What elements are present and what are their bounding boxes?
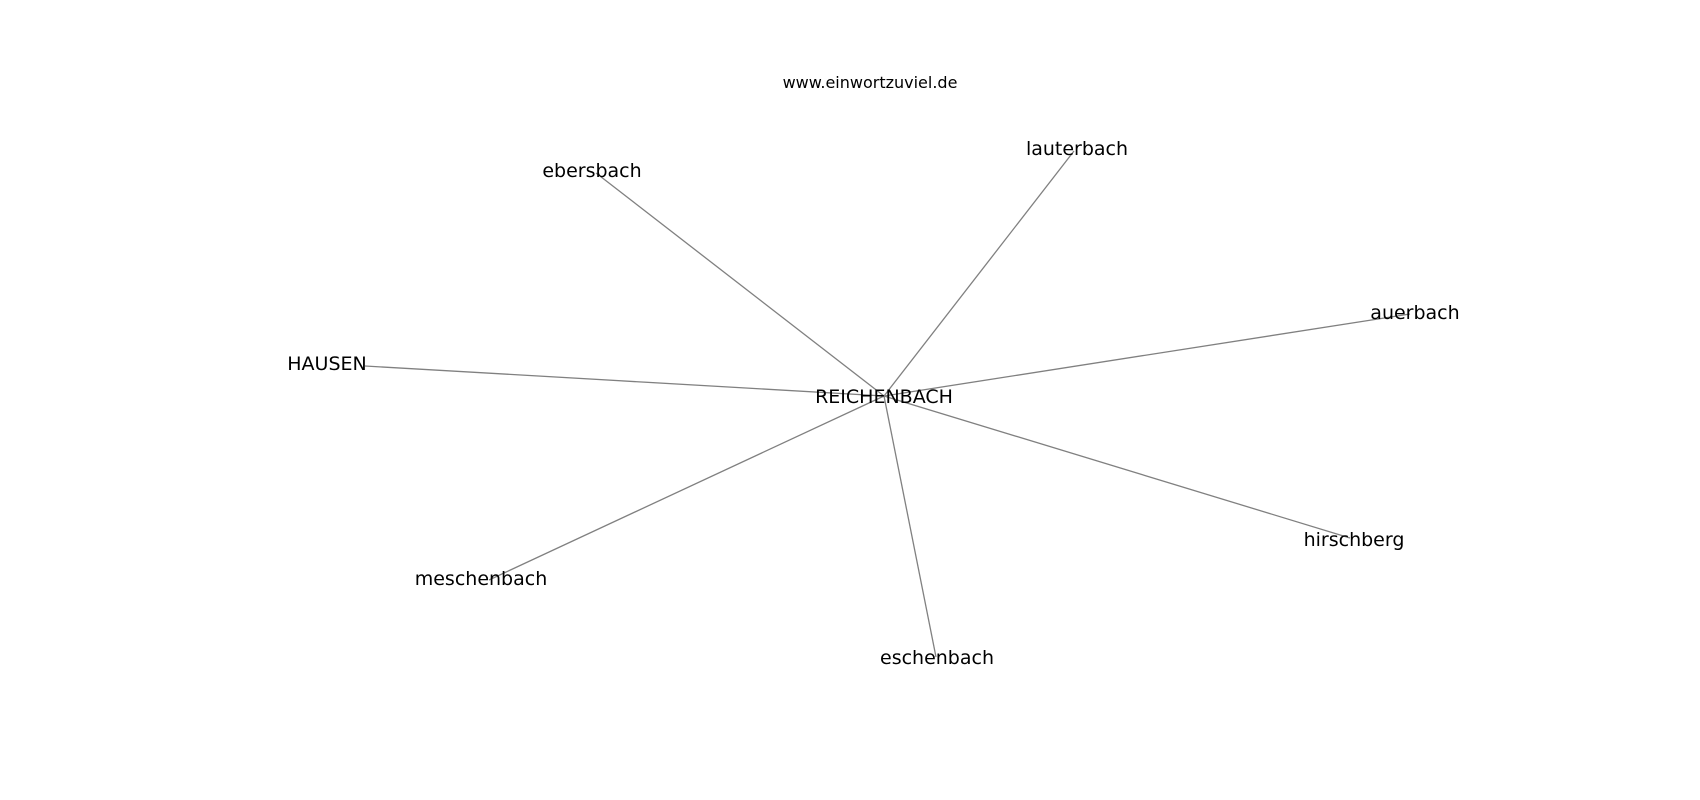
node-label-auerbach: auerbach [1370, 302, 1459, 324]
site-title: www.einwortzuviel.de [783, 73, 958, 92]
edge-eschenbach [883, 395, 937, 658]
node-label-reichenbach: REICHENBACH [815, 386, 953, 408]
edge-lauterbach [883, 150, 1075, 397]
edge-hirschberg [883, 395, 1351, 539]
node-label-ebersbach: ebersbach [542, 160, 641, 182]
node-label-hausen: HAUSEN [287, 353, 366, 375]
node-label-hirschberg: hirschberg [1304, 529, 1405, 551]
graph-nodes: REICHENBACH ebersbach lauterbach auerbachHA… [287, 138, 1459, 669]
edge-hausen [364, 365, 885, 397]
edge-ebersbach [595, 172, 885, 397]
graph-edges [364, 150, 1411, 658]
node-label-meschenbach: meschenbach [415, 568, 548, 590]
edge-meschenbach [488, 395, 885, 581]
node-label-eschenbach: eschenbach [880, 647, 994, 669]
node-label-lauterbach: lauterbach [1026, 138, 1128, 160]
edge-auerbach [883, 313, 1411, 397]
